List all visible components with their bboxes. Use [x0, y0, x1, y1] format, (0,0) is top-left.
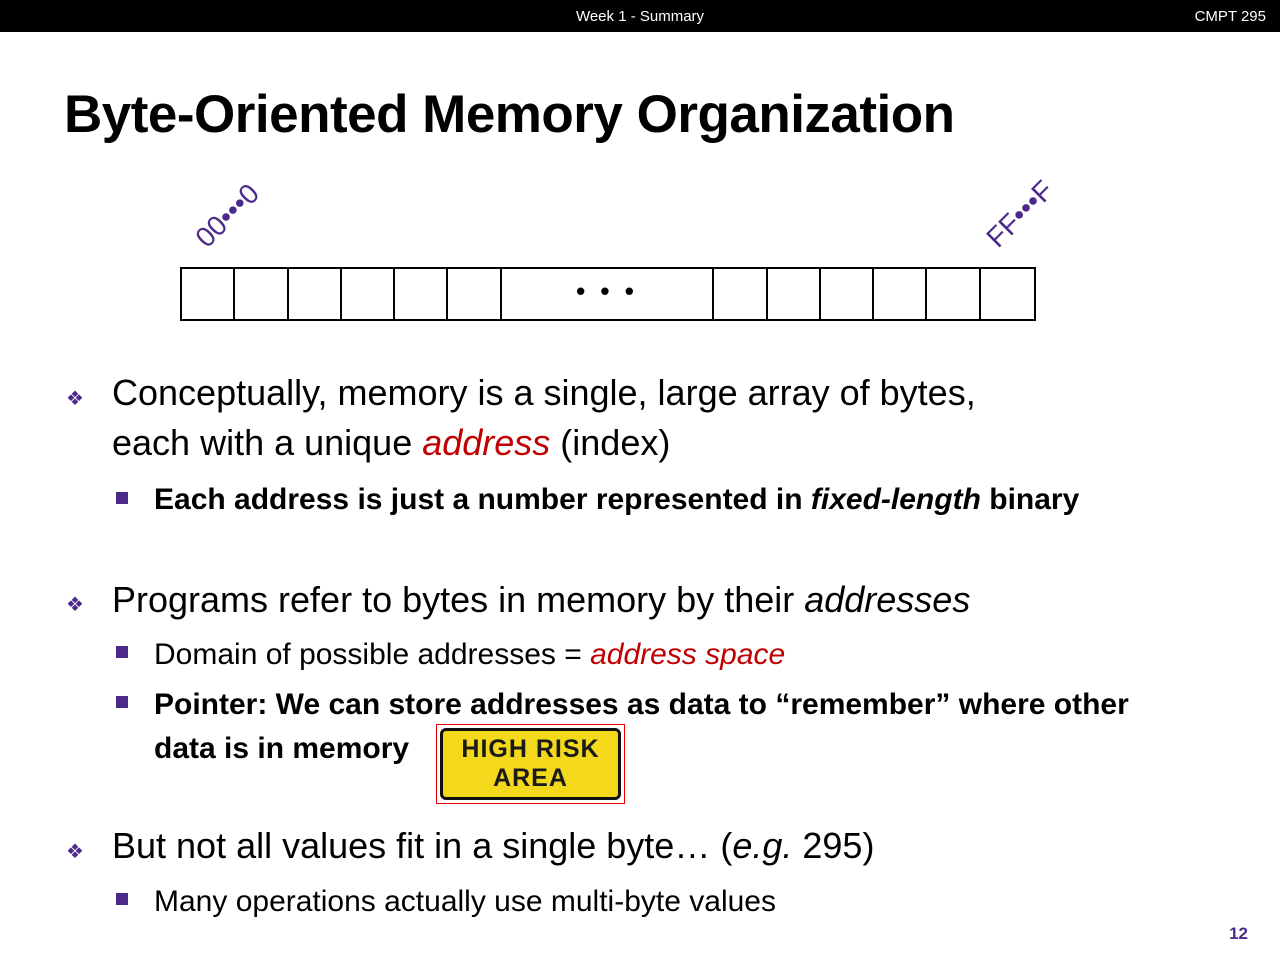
square-bullet-icon [116, 696, 128, 708]
memory-cell [821, 269, 875, 319]
sign-line-1: HIGH RISK [461, 735, 600, 763]
eg-term: e.g. [732, 825, 793, 866]
text: data is in memory [154, 732, 410, 765]
text: Domain of possible addresses = [154, 638, 591, 671]
sign-line-2: AREA [493, 764, 568, 792]
text: But not all values fit in a single byte…… [112, 825, 733, 866]
bullet-2-text: Programs refer to bytes in memory by the… [112, 575, 970, 625]
bullet-1-text: Conceptually, memory is a single, large … [112, 368, 976, 468]
bullet-3-sub-1: Many operations actually use multi-byte … [154, 885, 776, 918]
diamond-bullet-icon: ❖ [66, 841, 84, 863]
start-address-label: 00•••0 [189, 177, 266, 254]
memory-cell [714, 269, 768, 319]
square-bullet-icon [116, 893, 128, 905]
text: Pointer: We can store addresses as data … [154, 688, 1129, 721]
memory-cell [395, 269, 449, 319]
memory-cell [235, 269, 289, 319]
page-number: 12 [1229, 924, 1248, 943]
memory-cell [768, 269, 821, 319]
memory-cell [342, 269, 396, 319]
memory-cell [927, 269, 981, 319]
header-title: Week 1 - Summary [575, 8, 705, 25]
diamond-bullet-icon: ❖ [66, 594, 84, 616]
text: binary [980, 483, 1080, 516]
slide-title: Byte-Oriented Memory Organization [64, 85, 955, 144]
bullet-1-sub-1: Each address is just a number represente… [154, 478, 1079, 522]
bullet-1-line-2: each with a unique address (index) [112, 418, 976, 468]
square-bullet-icon [116, 492, 128, 504]
addresses-term: addresses [804, 579, 971, 620]
high-risk-sign-image: HIGH RISK AREA [436, 724, 625, 804]
text: 295) [792, 825, 875, 866]
fixed-length-term: fixed-length [810, 483, 981, 516]
end-address-label: FF•••F [980, 174, 1060, 254]
square-bullet-icon [116, 646, 128, 658]
memory-cell [182, 269, 236, 319]
address-space-term: address space [590, 638, 786, 671]
address-term: address [422, 422, 551, 463]
bullet-2-sub-1: Domain of possible addresses = address s… [154, 633, 785, 677]
text: Programs refer to bytes in memory by the… [112, 579, 805, 620]
bullet-3-text: But not all values fit in a single byte…… [112, 821, 874, 871]
bullet-2-sub-2: Pointer: We can store addresses as data … [154, 683, 1129, 771]
course-label: CMPT 295 [1194, 8, 1266, 25]
memory-cell [981, 269, 1034, 319]
memory-cell [289, 269, 342, 319]
bullet-1-line-1: Conceptually, memory is a single, large … [112, 372, 976, 413]
memory-ellipsis: • • • [502, 269, 715, 319]
text: (index) [550, 422, 671, 463]
header-bar: Week 1 - Summary CMPT 295 [0, 0, 1280, 32]
text: Each address is just a number represente… [154, 483, 811, 516]
text: each with a unique [112, 422, 423, 463]
memory-cell [874, 269, 928, 319]
memory-array-diagram: • • • [180, 267, 1036, 321]
diamond-bullet-icon: ❖ [66, 388, 84, 410]
memory-cell [448, 269, 502, 319]
